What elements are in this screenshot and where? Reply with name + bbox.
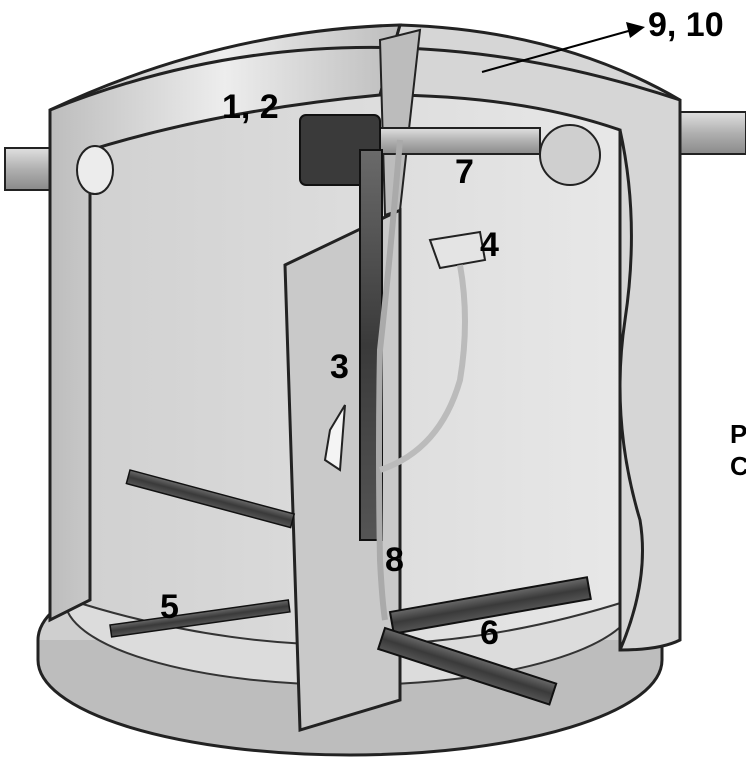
arrow-line xyxy=(481,29,633,73)
aeration-pipe-5a xyxy=(125,469,296,529)
label-7: 7 xyxy=(455,153,474,191)
tank-rim xyxy=(49,45,681,112)
outlet-pipe-7 xyxy=(379,127,541,155)
aeration-pipe-6b xyxy=(376,626,558,706)
label-9-10: 9, 10 xyxy=(648,6,724,44)
side-fragment-p: P xyxy=(730,419,746,449)
right-fitting xyxy=(539,124,601,186)
left-fitting xyxy=(76,145,114,195)
label-8: 8 xyxy=(385,541,404,579)
arrow-head xyxy=(626,22,645,38)
label-4: 4 xyxy=(480,226,499,264)
label-6: 6 xyxy=(480,614,499,652)
side-fragment-c: C xyxy=(730,451,746,481)
hose-sensor xyxy=(379,264,468,473)
label-3: 3 xyxy=(330,348,349,386)
partition-slot xyxy=(323,404,346,472)
sensor-unit xyxy=(428,230,487,270)
hose xyxy=(376,139,403,621)
tank-right-cut xyxy=(618,129,644,651)
partition-top xyxy=(378,28,422,217)
label-1-2: 1, 2 xyxy=(222,88,279,126)
aeration-pipe-5b xyxy=(109,599,291,638)
label-5: 5 xyxy=(160,588,179,626)
aeration-pipe-6a xyxy=(388,576,592,635)
